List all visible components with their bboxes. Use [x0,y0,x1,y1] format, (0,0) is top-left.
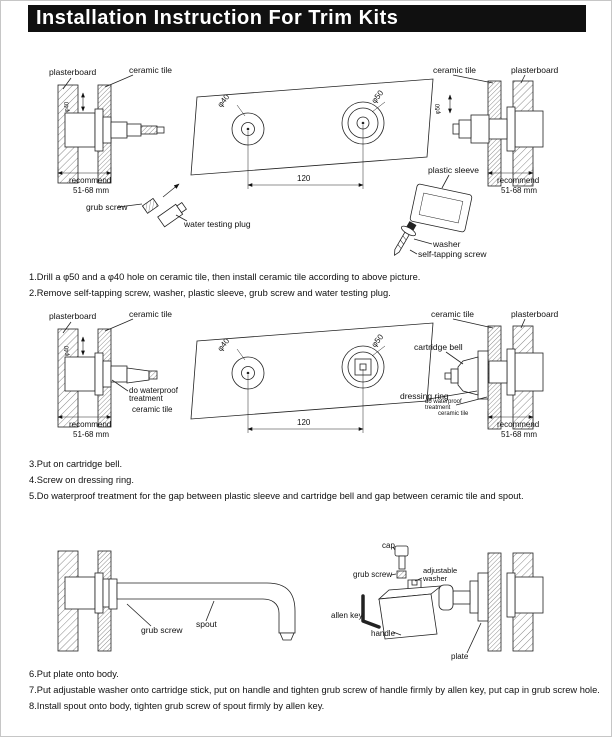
s2-do-waterproof-right-label: do waterproof treatment [425,399,462,412]
s1-water-testing-plug-label: water testing plug [184,219,251,229]
instruction-step-6: 6.Put plate onto body. [29,669,119,679]
s3-grub-screw-left-label: grub screw [141,625,183,635]
s3-plate-label: plate [451,652,469,661]
s2-ceramic-tile-right2-label: ceramic tile [438,411,469,417]
s1-washer-label: washer [433,239,461,249]
s1-hole-diameter-left-label: φ40 [64,101,71,113]
s1-recommend-left-label: recommend [69,176,112,185]
s2-range-right-label: 51-68 mm [501,430,538,439]
s1-plasterboard-right-label: plasterboard [511,65,559,75]
s3-handle-label: handle [371,629,396,638]
s2-right-wall-assembly [428,318,544,430]
s2-ceramic-tile-left2-label: ceramic tile [132,405,173,414]
s1-range-left-label: 51-68 mm [73,186,110,195]
s3-cap-label: cap [382,541,395,550]
s1-self-tapping-screw-part [394,221,433,256]
s1-range-right-label: 51-68 mm [501,186,538,195]
s1-recommend-right-label: recommend [497,176,540,185]
s3-adjustable-washer-label: adjustable washer [423,566,458,583]
instruction-step-8: 8.Install spout onto body, tighten grub … [29,701,325,711]
instruction-step-4: 4.Screw on dressing ring. [29,475,134,485]
s1-tile-panel [190,78,434,189]
s1-left-wall-assembly [57,74,165,184]
s2-ceramic-tile-right-label: ceramic tile [431,309,474,319]
s1-ceramic-tile-left-label: ceramic tile [129,65,172,75]
s3-allen-key-label: allen key [331,611,363,620]
s1-plastic-sleeve-label: plastic sleeve [428,165,480,175]
s2-dressing-ring-label: dressing ring [400,391,449,401]
s2-left-wall-assembly [57,318,158,428]
s3-grub-screw-center-label: grub screw [353,570,393,579]
s3-spout-label: spout [196,619,217,629]
s2-recommend-left-label: recommend [69,420,112,429]
s1-grub-screw-detail [117,183,188,228]
s2-recommend-right-label: recommend [497,420,540,429]
instruction-step-7: 7.Put adjustable washer onto cartridge s… [29,685,600,695]
s3-right-wall-assembly [438,552,544,654]
s3-handle-parts-detail [361,545,443,640]
page-header: Installation Instruction For Trim Kits [28,5,586,32]
instruction-step-1: 1.Drill a φ50 and a φ40 hole on ceramic … [29,272,421,282]
s2-plasterboard-left-label: plasterboard [49,311,97,321]
s2-do-waterproof-left-label: do waterproof treatment [129,386,178,404]
s2-tile-panel [190,322,434,433]
s1-plasterboard-left-label: plasterboard [49,67,97,77]
s2-range-left-label: 51-68 mm [73,430,110,439]
s1-ceramic-tile-right-label: ceramic tile [433,65,476,75]
s1-hole-diameter-right-label: φ50 [435,103,442,115]
s2-ceramic-tile-left-label: ceramic tile [129,309,172,319]
s2-dimension-120-label: 120 [297,418,311,427]
page-title: Installation Instruction For Trim Kits [36,7,399,29]
s1-plastic-sleeve-part [409,174,473,233]
instruction-step-2: 2.Remove self-tapping screw, washer, pla… [29,288,391,298]
instruction-step-3: 3.Put on cartridge bell. [29,459,123,469]
s3-left-wall-assembly [57,550,296,652]
s2-hole-diameter-left-label: φ40 [64,345,71,357]
s1-dimension-120-label: 120 [297,174,311,183]
instruction-step-5: 5.Do waterproof treatment for the gap be… [29,491,524,501]
s1-self-tapping-screw-label: self-tapping screw [418,249,487,259]
s2-plasterboard-right-label: plasterboard [511,309,559,319]
s1-right-wall-assembly [448,74,544,187]
s1-grub-screw-label: grub screw [86,202,128,212]
s2-cartridge-bell-label: cartridge bell [414,342,463,352]
